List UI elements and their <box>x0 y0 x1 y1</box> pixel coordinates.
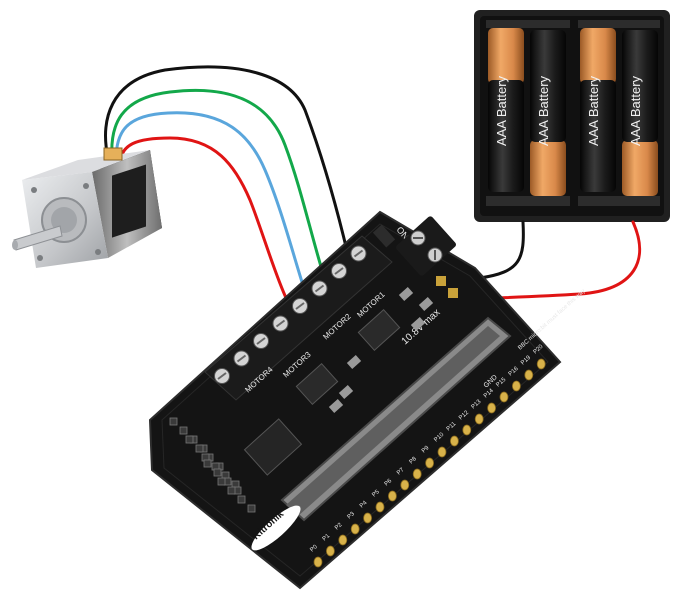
battery-clip <box>486 196 570 206</box>
power-terminal-block <box>396 216 456 276</box>
servo-headers <box>169 417 256 513</box>
io-pads: P0P1P2P3P4P5P6P7P8P9P10P11P12P13P14P15P1… <box>309 343 546 568</box>
io-pad <box>375 501 385 513</box>
header-pin <box>247 504 256 513</box>
header-pin <box>169 417 178 426</box>
terminal-screw <box>350 245 367 262</box>
pin-label: P9 <box>421 445 431 455</box>
pin-label: P1 <box>322 533 332 543</box>
battery-label: AAA Battery <box>628 75 643 146</box>
pin-label: P6 <box>384 478 394 488</box>
power-header <box>436 276 458 298</box>
pin-label: P7 <box>396 467 406 477</box>
io-pad <box>338 534 348 546</box>
battery-label: AAA Battery <box>536 75 551 146</box>
battery-clip <box>578 196 660 206</box>
pin-label: P0 <box>309 544 319 554</box>
io-pad <box>412 468 422 480</box>
power-switch[interactable] <box>372 224 396 248</box>
terminal-screw <box>331 263 347 279</box>
io-pad <box>474 413 484 425</box>
io-pad <box>487 402 497 414</box>
aaa-battery: AAA Battery <box>530 30 566 204</box>
io-pad <box>437 446 447 458</box>
blue-wire <box>114 111 304 284</box>
battery-pack: AAA Battery AAA Battery AAA Battery AAA Bat… <box>474 10 670 222</box>
pin-label: P3 <box>347 511 357 521</box>
chip-ic3 <box>243 418 303 476</box>
terminal-screw <box>233 350 250 367</box>
io-pad <box>462 424 472 436</box>
terminal-screw <box>311 280 328 297</box>
battery-clip <box>486 20 570 28</box>
pin-label: P2 <box>334 522 344 532</box>
pin-label: P11 <box>446 421 458 433</box>
motor-terminal-row <box>204 235 393 401</box>
green-wire <box>110 88 324 272</box>
aaa-battery: AAA Battery <box>622 30 658 204</box>
io-pad <box>387 490 397 502</box>
terminal-screw <box>253 333 269 349</box>
io-pad <box>449 435 459 447</box>
red-wire <box>118 136 289 302</box>
black-wire <box>104 65 350 257</box>
aaa-battery: AAA Battery <box>488 20 524 192</box>
header-pin <box>237 495 246 504</box>
header-pin <box>203 459 212 468</box>
battery-clip <box>578 20 660 28</box>
io-pad <box>363 512 373 524</box>
io-pad <box>400 479 410 491</box>
header-pin <box>227 486 236 495</box>
battery-label: AAA Battery <box>586 75 601 146</box>
aaa-battery: AAA Battery <box>580 20 616 192</box>
terminal-screw <box>292 298 308 314</box>
chip-ic1 <box>295 363 339 405</box>
terminal-screw <box>214 368 230 384</box>
io-pad <box>499 391 509 403</box>
pin-label: P5 <box>371 489 381 499</box>
io-pad <box>313 556 323 568</box>
io-pad <box>524 369 534 381</box>
wires <box>104 65 642 302</box>
terminal-screw <box>272 315 289 332</box>
io-pad <box>325 545 335 557</box>
motor-driver-board: ON 10.8V max MOTOR4 MOTOR3 MOTOR2 MOTOR1 <box>148 210 587 590</box>
battery-label: AAA Battery <box>494 75 509 146</box>
header-pin <box>213 468 222 477</box>
header-pin <box>185 435 194 444</box>
io-pad <box>425 457 435 469</box>
chip-ic2 <box>357 309 401 351</box>
driver-chips <box>243 287 434 476</box>
header-pin <box>217 477 226 486</box>
header-pin <box>195 444 204 453</box>
io-pad <box>536 358 546 370</box>
stepper-motor <box>12 147 162 268</box>
io-pad <box>512 380 521 392</box>
pin-label: P4 <box>359 500 369 510</box>
pin-label: P8 <box>409 456 419 466</box>
header-pin <box>179 426 188 435</box>
io-pad <box>350 523 360 535</box>
